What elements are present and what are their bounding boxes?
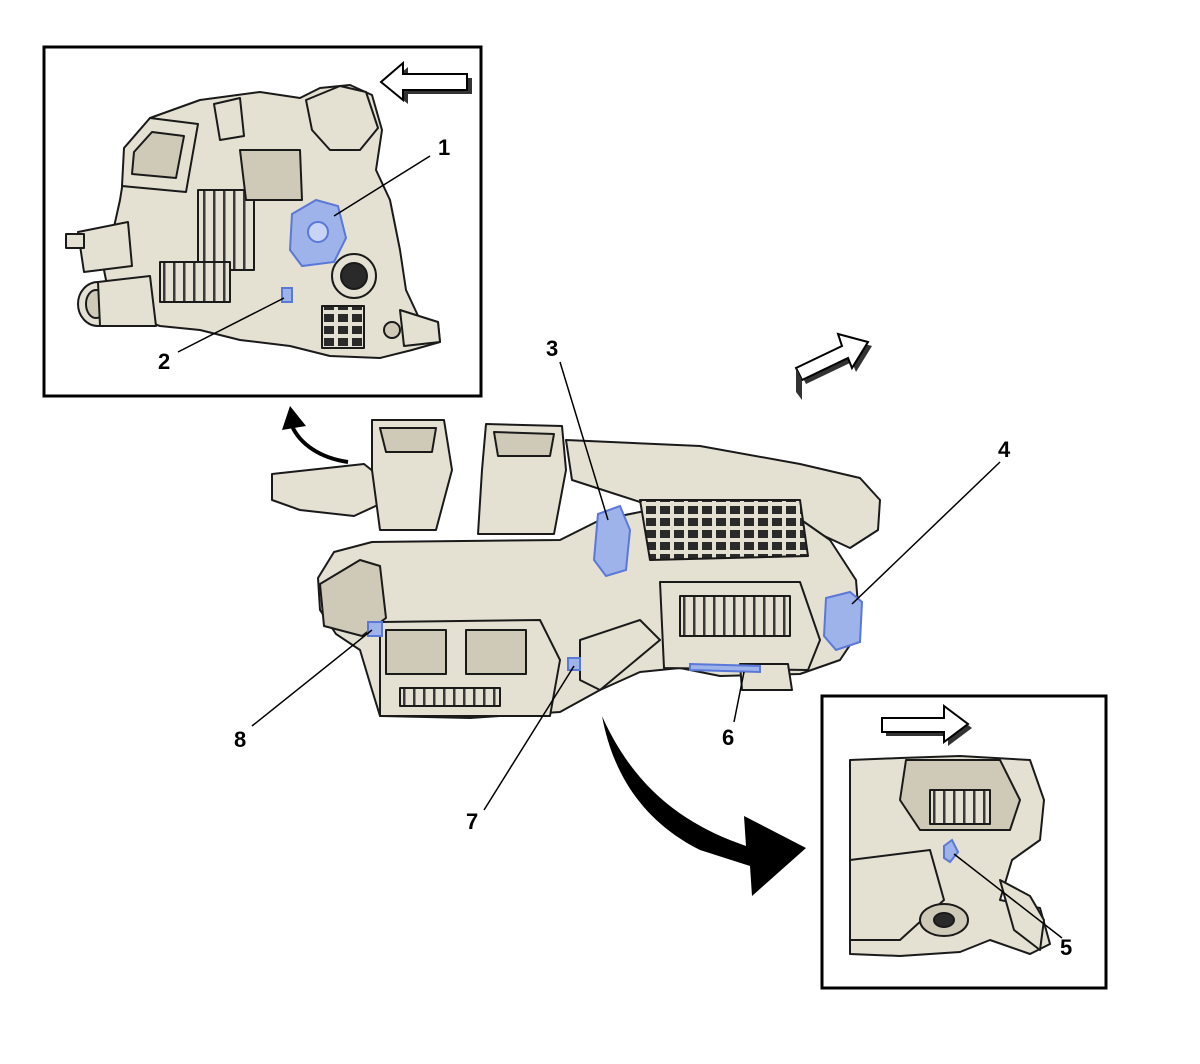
arrow-left-icon [379, 60, 472, 104]
actuator-1 [288, 198, 348, 268]
actuator-7 [567, 657, 581, 671]
hvac-housing-rear-view [65, 84, 441, 359]
inset-top-left: 1 2 [42, 45, 483, 398]
callout-3: 3 [546, 336, 558, 361]
actuator-3 [592, 504, 632, 578]
curved-arrow-down-right-icon [602, 716, 806, 896]
actuator-6 [689, 662, 761, 674]
arrow-forward-right-icon [794, 332, 872, 400]
leader-line-3 [559, 361, 609, 521]
callout-2: 2 [158, 349, 170, 374]
actuator-5 [943, 838, 960, 864]
leader-line-4 [851, 461, 1001, 605]
actuator-4 [822, 590, 864, 652]
leader-line-8 [251, 629, 373, 727]
callout-8: 8 [234, 727, 246, 752]
actuator-8 [367, 621, 383, 637]
hvac-module-main [271, 419, 881, 719]
callout-4: 4 [998, 437, 1011, 462]
leader-line-2 [177, 297, 285, 353]
callout-1: 1 [438, 135, 450, 160]
inset-bottom-right: 5 [820, 694, 1108, 990]
leader-line-1 [333, 155, 431, 217]
leader-line-7 [483, 665, 575, 811]
callout-5: 5 [1060, 935, 1072, 960]
callout-6: 6 [722, 725, 734, 750]
callout-7: 7 [466, 809, 478, 834]
actuator-2 [281, 287, 293, 303]
leader-line-5 [953, 853, 1063, 939]
curved-arrow-up-icon [282, 406, 349, 464]
arrow-right-icon [881, 704, 972, 746]
leader-line-6 [733, 671, 745, 723]
